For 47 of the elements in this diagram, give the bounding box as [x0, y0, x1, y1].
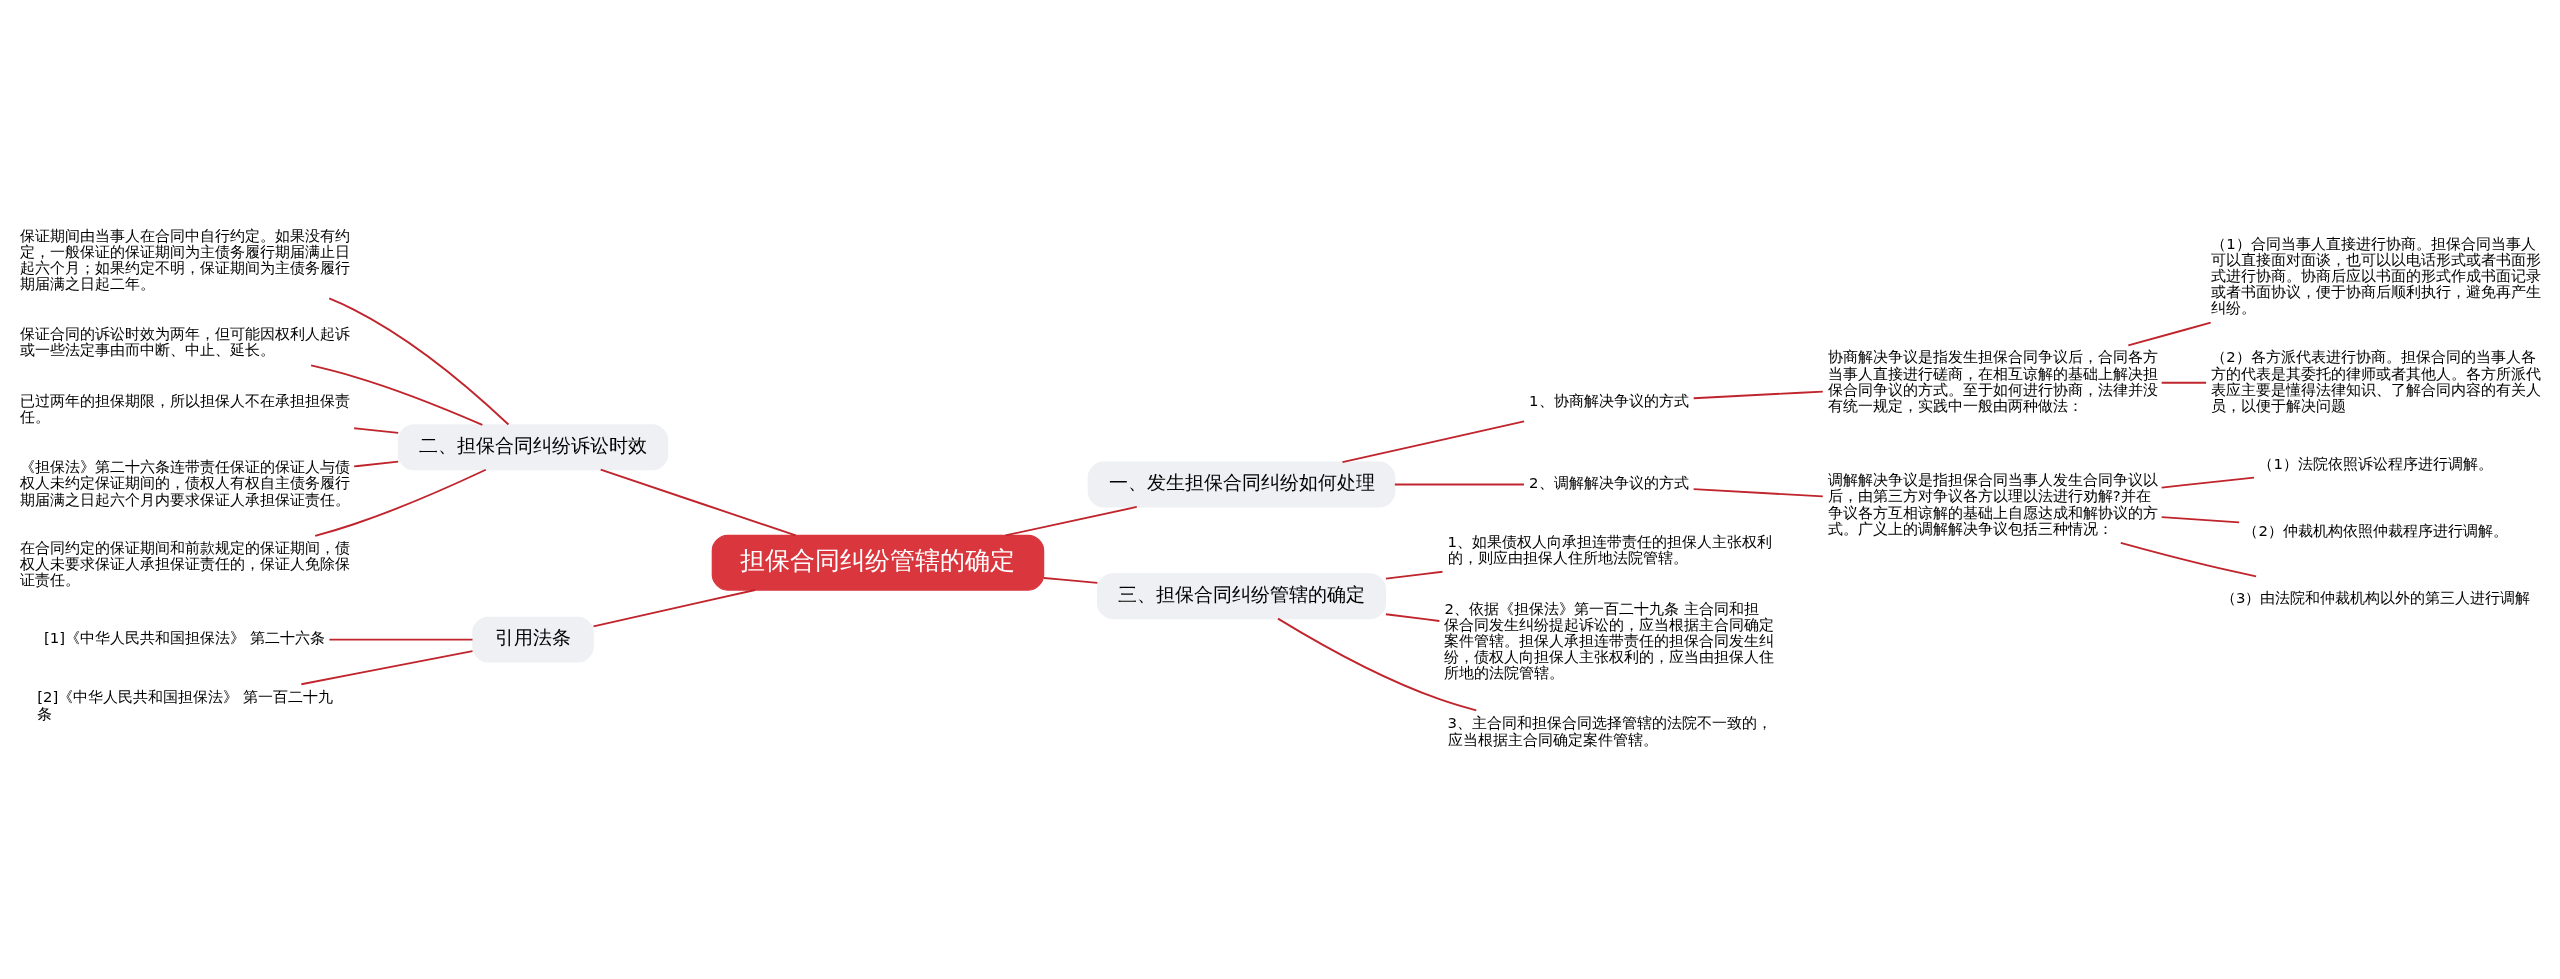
connector [1384, 613, 1441, 622]
node-box: 引用法条 [472, 616, 594, 663]
node-text: （2）仲裁机构依照仲裁程序进行调解。 [2243, 521, 2508, 540]
node-text: 2、调解解决争议的方式 [1529, 474, 1689, 493]
connector [310, 364, 484, 426]
connector [2160, 516, 2241, 524]
node-text: 保证合同的诉讼时效为两年，但可能因权利人起诉或一些法定事由而中断、中止、延长。 [19, 324, 350, 359]
node-text: 2、依据《担保法》第一百二十九条 主合同和担保合同发生纠纷提起诉讼的，应当根据主合同确定案件管辖。担保人承担连带责任的担保合同发生纠纷，债权人向担保人主张权利的，应当由担保人住所地的法院管辖。 [1444, 599, 1775, 683]
connector [328, 297, 510, 426]
connector [2160, 381, 2207, 384]
connector [1692, 390, 1824, 400]
connector [2160, 476, 2255, 489]
node-text: 保证期间由当事人在合同中自行约定。如果没有约定，一般保证的保证期间为主债务履行期届满止日起六个月；如果约定不明，保证期间为主债务履行期届满之日起二年。 [19, 226, 350, 294]
node-text: 3、主合同和担保合同选择管辖的法院不一致的，应当根据主合同确定案件管辖。 [1447, 714, 1772, 749]
connector [1277, 617, 1478, 712]
node-text: [2]《中华人民共和国担保法》 第一百二十九条 [37, 688, 334, 723]
connector [1393, 483, 1525, 486]
node-text: 调解解决争议是指担保合同当事人发生合同争议以后，由第三方对争议各方以理以法进行劝解?并在争议各方互相谅解的基础上自愿达成和解协议的方式。广义上的调解解决争议包括三种情况： [1827, 471, 2158, 538]
connector [599, 468, 797, 537]
connector [353, 427, 400, 434]
connector [1004, 506, 1138, 537]
node-text: 协商解决争议是指发生担保合同争议后，合同各方当事人直接进行磋商，在相互谅解的基础上解决担保合同争议的方式。至于如何进行协商，法律并没有统一规定，实践中一般由两种做法： [1827, 348, 2158, 415]
connector [1043, 577, 1099, 584]
node-box: 一、发生担保合同纠纷如何处理 [1087, 461, 1396, 508]
node-text: （2）各方派代表进行协商。担保合同的当事人各方的代表是其委托的律师或者其他人。各方所派代表应主要是懂得法律知识、了解合同内容的有关人员，以便于解决问题 [2211, 348, 2542, 415]
node-text: 1、协商解决争议的方式 [1529, 392, 1689, 411]
connector [2119, 542, 2258, 578]
node-text: 已过两年的担保期限，所以担保人不在承担担保责任。 [19, 391, 350, 426]
connector [300, 650, 474, 686]
node-text: （3）由法院和仲裁机构以外的第三人进行调解 [2220, 588, 2531, 607]
node-text: 《担保法》第二十六条连带责任保证的保证人与债权人未约定保证期间的，债权人有权自主债务履行期届满之日起六个月内要求保证人承担保证责任。 [19, 458, 350, 509]
connector [592, 589, 757, 628]
node-text: 1、如果债权人向承担连带责任的担保人主张权利的，则应由担保人住所地法院管辖。 [1447, 533, 1772, 568]
connector [353, 460, 400, 468]
connector [328, 638, 474, 641]
node-box: 二、担保合同纠纷诉讼时效 [397, 424, 669, 471]
connector [1341, 420, 1525, 464]
node-box: 担保合同纠纷管辖的确定 [711, 534, 1045, 591]
connector [1384, 570, 1444, 580]
node-text: 在合同约定的保证期间和前款规定的保证期间，债权人未要求保证人承担保证责任的，保证人免除保证责任。 [19, 538, 350, 590]
connector [2127, 321, 2212, 347]
connector [314, 468, 487, 537]
node-text: （1）合同当事人直接进行协商。担保合同当事人可以直接面对面谈，也可以以电话形式或者书面形式进行协商。协商后应以书面的形式作成书面记录或者书面协议，便于协商后顺利执行，避免再产生纠纷。 [2211, 234, 2542, 318]
node-box: 三、担保合同纠纷管辖的确定 [1097, 573, 1387, 620]
node-text: （1）法院依照诉讼程序进行调解。 [2258, 454, 2493, 473]
connector [1692, 488, 1824, 498]
node-text: [1]《中华人民共和国担保法》 第二十六条 [43, 629, 325, 648]
